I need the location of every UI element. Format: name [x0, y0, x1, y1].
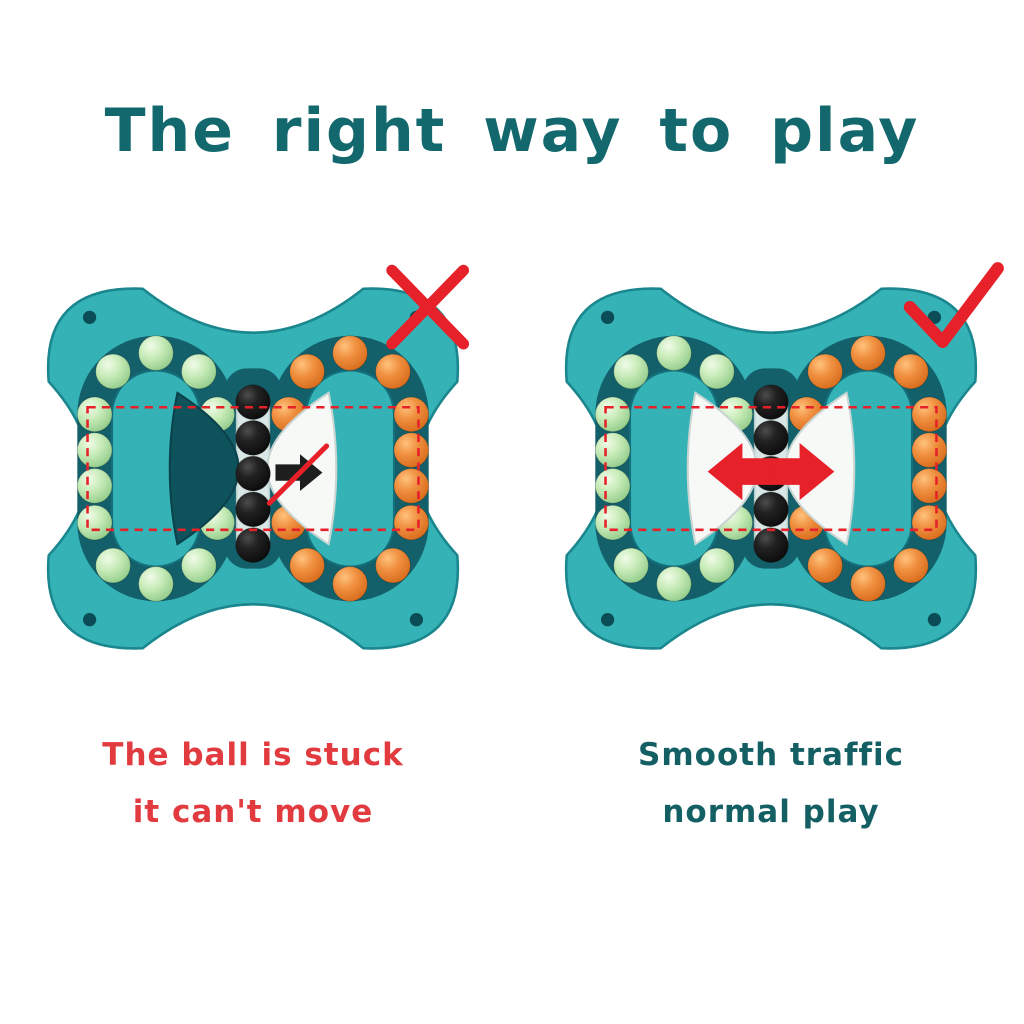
puzzle-toy-stuck-image	[46, 264, 470, 650]
wrong-example-figure: The ball is stuck it can't move	[18, 254, 488, 842]
smooth-arrows-icon	[707, 442, 835, 501]
comparison-row: The ball is stuck it can't move	[0, 254, 1024, 842]
black-beads-column	[235, 384, 271, 563]
puzzle-toy-smooth-image	[564, 262, 1004, 650]
right-caption: Smooth traffic normal play	[536, 727, 1006, 842]
arrow-left-icon	[707, 442, 774, 501]
wrong-caption: The ball is stuck it can't move	[18, 727, 488, 842]
wrong-caption-line2: it can't move	[132, 794, 374, 831]
blocked-slash-icon	[266, 443, 330, 506]
arrow-right-icon	[768, 442, 835, 501]
left-wing-dark	[168, 391, 240, 546]
wrong-caption-line1: The ball is stuck	[102, 737, 404, 773]
page-title: The right way to play	[104, 96, 920, 166]
right-caption-line2: normal play	[662, 794, 880, 831]
check-mark-icon	[903, 262, 1004, 348]
right-caption-line1: Smooth traffic	[638, 737, 904, 773]
right-example-figure: Smooth traffic normal play	[536, 254, 1006, 842]
x-mark-icon	[386, 264, 470, 350]
